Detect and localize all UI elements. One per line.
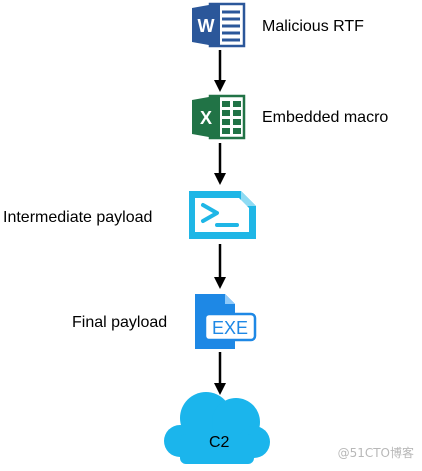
node-label-malicious-rtf: Malicious RTF — [262, 18, 364, 35]
excel-document-icon: X — [190, 93, 248, 141]
node-label-c2: C2 — [209, 434, 230, 451]
node-label-embedded-macro: Embedded macro — [262, 109, 389, 126]
arrowhead-3 — [214, 277, 226, 289]
watermark-text: @51CTO博客 — [337, 446, 414, 460]
svg-text:X: X — [200, 108, 212, 128]
node-label-intermediate-payload: Intermediate payload — [3, 209, 153, 226]
word-document-icon: W — [190, 2, 248, 48]
exe-file-icon: EXE — [191, 291, 259, 351]
arrowhead-1 — [214, 80, 226, 92]
svg-text:EXE: EXE — [212, 318, 248, 338]
cloud-icon — [158, 386, 274, 466]
powershell-terminal-icon — [183, 188, 259, 242]
node-label-final-payload: Final payload — [72, 314, 168, 331]
arrowhead-2 — [214, 173, 226, 185]
arrowhead-4 — [214, 383, 226, 395]
svg-text:W: W — [198, 16, 215, 36]
